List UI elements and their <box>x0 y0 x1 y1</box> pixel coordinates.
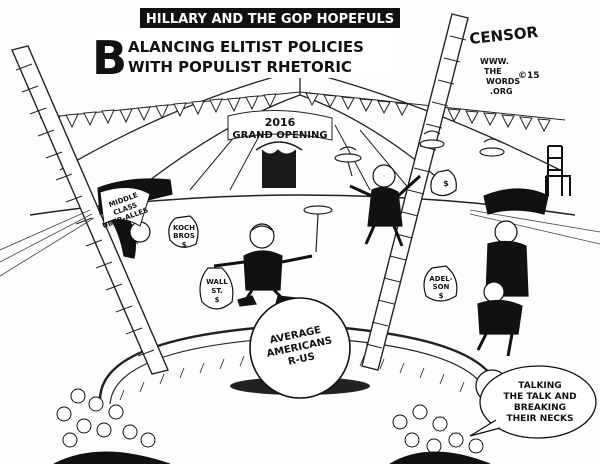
title-line-2: WITH POPULIST RHETORIC <box>128 58 352 76</box>
wallst-line-1: WALL <box>206 278 228 286</box>
moneybag-small: $ <box>430 169 457 197</box>
performer-juggler <box>349 164 422 247</box>
title-line-1: ALANCING ELITIST POLICIES <box>128 38 364 56</box>
title-initial: B <box>92 31 127 85</box>
guy-ropes <box>0 209 600 277</box>
speech-line-3: BREAKING <box>514 403 566 413</box>
small-bag-sym: $ <box>443 179 449 188</box>
koch-line-2: BROS <box>173 232 195 240</box>
artist-signature: CENSOR WWW. THE WORDS .ORG ©15 <box>469 23 540 96</box>
average-americans-ball: AVERAGE AMERICANS R-US <box>249 297 351 399</box>
audience-right <box>389 404 491 464</box>
banner-grand-opening: GRAND OPENING <box>232 130 327 141</box>
koch-sym: $ <box>182 241 187 249</box>
website-line-2: THE <box>484 67 502 76</box>
tent-entrance <box>255 141 303 188</box>
adelson-line-2: SON <box>433 283 450 291</box>
speech-line-2: THE TALK AND <box>503 392 576 402</box>
chair-icon <box>545 145 571 196</box>
website-line-1: WWW. <box>480 57 509 66</box>
spinning-plates <box>303 130 505 253</box>
header-tag-text: HILLARY AND THE GOP HOPEFULS <box>146 12 394 27</box>
speech-line-4: THEIR NECKS <box>507 414 574 424</box>
website-line-4: .ORG <box>490 87 513 96</box>
moneybag-koch: KOCH BROS $ <box>168 215 199 249</box>
tent-banner: 2016 GRAND OPENING <box>227 109 333 141</box>
adelson-line-1: ADEL- <box>429 275 452 283</box>
audience-left <box>53 388 171 464</box>
moneybag-wallst: WALL ST. $ <box>199 267 234 310</box>
year-mark: ©15 <box>518 71 540 81</box>
title-block: B ALANCING ELITIST POLICIES WITH POPULIS… <box>90 31 394 85</box>
wallst-sym: $ <box>215 296 220 304</box>
banner-year: 2016 <box>265 116 296 129</box>
header-tag: HILLARY AND THE GOP HOPEFULS <box>140 8 400 28</box>
adelson-sym: $ <box>439 292 444 300</box>
speech-line-1: TALKING <box>518 381 561 391</box>
speech-bubble: TALKING THE TALK AND BREAKING THEIR NECK… <box>469 365 597 439</box>
acrobat-stack <box>476 188 549 357</box>
moneybag-adelson: ADEL- SON $ <box>423 265 458 302</box>
koch-line-1: KOCH <box>173 224 195 232</box>
wallst-line-2: ST. <box>211 287 222 295</box>
website-line-3: WORDS <box>486 77 520 86</box>
signature-text: CENSOR <box>469 23 540 48</box>
